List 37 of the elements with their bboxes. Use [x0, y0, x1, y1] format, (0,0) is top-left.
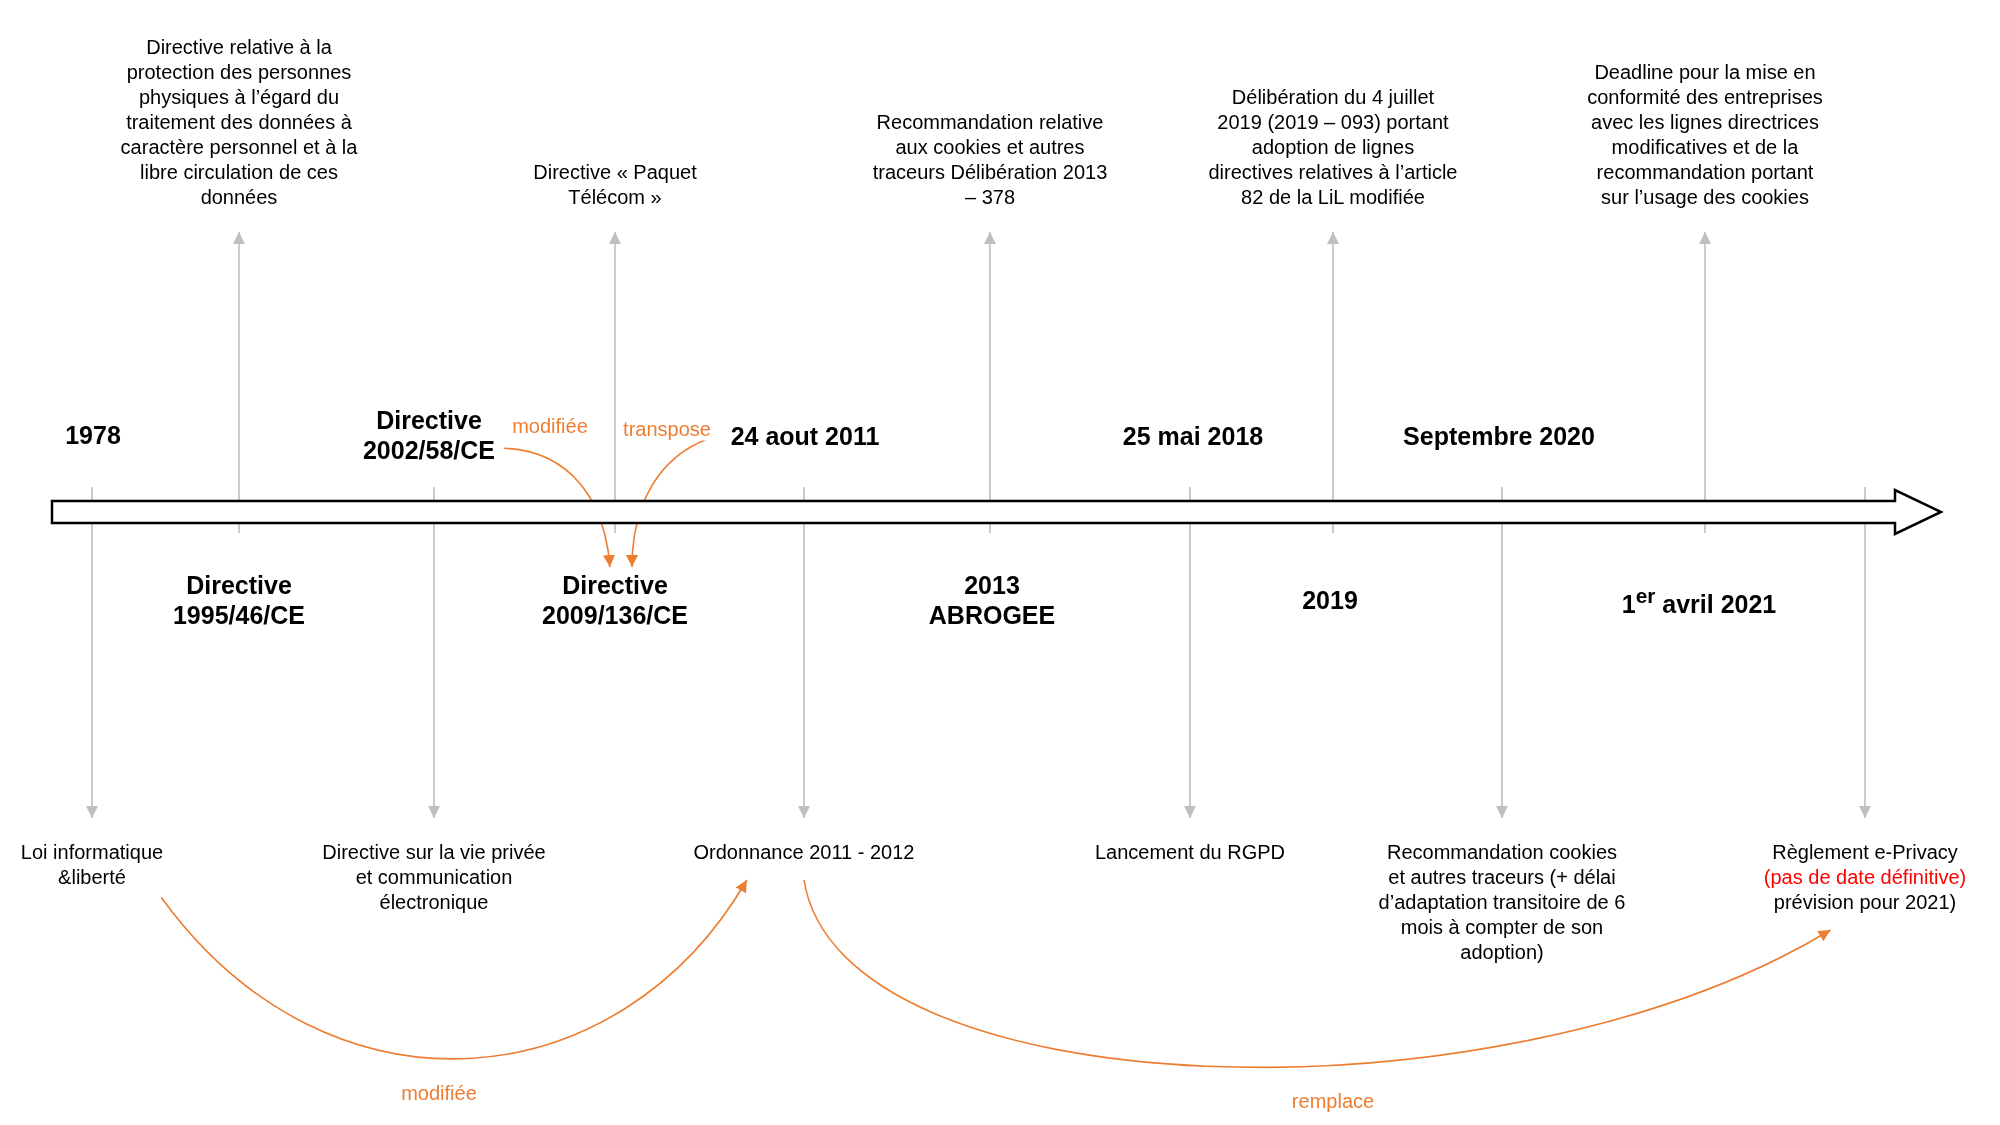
- arrow: [1184, 486, 1196, 819]
- event-description: Ordonnance 2011 - 2012: [674, 840, 934, 865]
- date-label: 2019: [1270, 585, 1390, 615]
- arrow: [233, 231, 245, 534]
- date-label: Septembre 2020: [1389, 421, 1609, 451]
- date-label: Directive 2009/136/CE: [530, 570, 700, 630]
- event-description: Lancement du RGPD: [1080, 840, 1300, 865]
- event-description: Directive « Paquet Télécom »: [520, 160, 710, 210]
- date-label: 1978: [33, 420, 153, 450]
- arrow: [1496, 486, 1508, 819]
- arrow: [1859, 486, 1871, 819]
- date-label: 2013 ABROGEE: [927, 570, 1057, 630]
- event-description: Directive relative à la protection des personnes physiques à l’égard du traitement des données à caractère personnel et à la libre circulation de ces données: [114, 35, 364, 210]
- event-description: prévision pour 2021): [1772, 890, 1958, 915]
- arrow: [86, 486, 98, 819]
- date-label: 1$^{er}$ avril 2021: [1599, 581, 1799, 619]
- curved-arrow: [803, 879, 1832, 1068]
- arrow: [609, 231, 621, 534]
- event-description: Directive sur la vie privée et communication électronique: [311, 840, 557, 915]
- event-description: Deadline pour la mise en conformité des entreprises avec les lignes directrices modificatives et de la recommandation portant sur l’usage des cookies: [1582, 60, 1828, 210]
- arrow: [1699, 231, 1711, 534]
- date-label: Directive 2002/58/CE: [354, 405, 504, 465]
- event-description: Règlement e-Privacy: [1771, 840, 1959, 865]
- event-description: Loi informatique &liberté: [9, 840, 175, 890]
- arrow: [984, 231, 996, 534]
- date-label: Directive 1995/46/CE: [164, 570, 314, 630]
- note-text: (pas de date définitive): [1762, 865, 1968, 890]
- curved-arrow: [160, 879, 748, 1060]
- event-description: Recommandation relative aux cookies et autres traceurs Délibération 2013 – 378: [865, 110, 1115, 210]
- date-label: 25 mai 2018: [1103, 421, 1283, 451]
- arrow: [798, 486, 810, 819]
- event-description: Recommandation cookies et autres traceurs (+ délai d’adaptation transitoire de 6 mois à compter de son adoption): [1377, 840, 1627, 965]
- timeline-arrow: [51, 489, 1943, 535]
- arrow: [1327, 231, 1339, 534]
- arrow: [428, 486, 440, 819]
- curved-arrow: [503, 447, 615, 568]
- event-description: Délibération du 4 juillet 2019 (2019 – 093) portant adoption de lignes directives relatives à l’article 82 de la LiL modifiée: [1208, 85, 1458, 210]
